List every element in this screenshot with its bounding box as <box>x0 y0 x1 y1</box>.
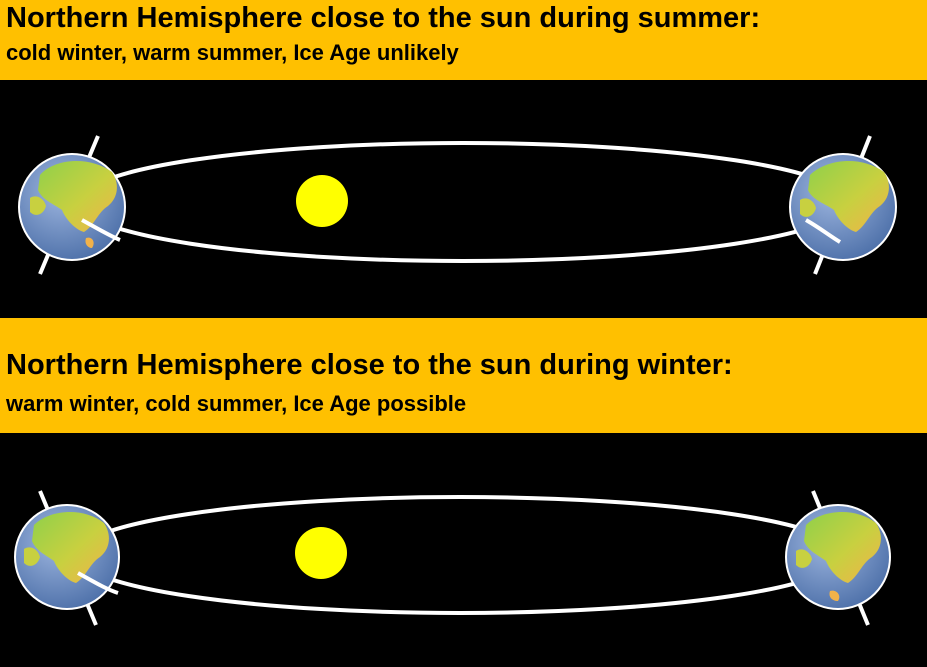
bottom-banner: Northern Hemisphere close to the sun dur… <box>0 318 927 433</box>
sun-icon <box>295 527 347 579</box>
earth-icon <box>18 135 126 275</box>
bottom-subtitle: warm winter, cold summer, Ice Age possib… <box>6 391 467 416</box>
orbit-ellipse <box>74 495 846 615</box>
bottom-title: Northern Hemisphere close to the sun dur… <box>6 349 733 381</box>
sun-icon <box>296 175 348 227</box>
earth-icon <box>789 135 897 275</box>
top-title: Northern Hemisphere close to the sun dur… <box>6 2 761 34</box>
earth-icon <box>785 490 891 626</box>
bottom-orbit-diagram <box>0 433 927 667</box>
orbit-ellipse <box>76 141 850 263</box>
top-subtitle: cold winter, warm summer, Ice Age unlike… <box>6 40 459 65</box>
top-banner: Northern Hemisphere close to the sun dur… <box>0 0 927 80</box>
top-orbit-diagram <box>0 80 927 318</box>
earth-icon <box>14 490 120 626</box>
